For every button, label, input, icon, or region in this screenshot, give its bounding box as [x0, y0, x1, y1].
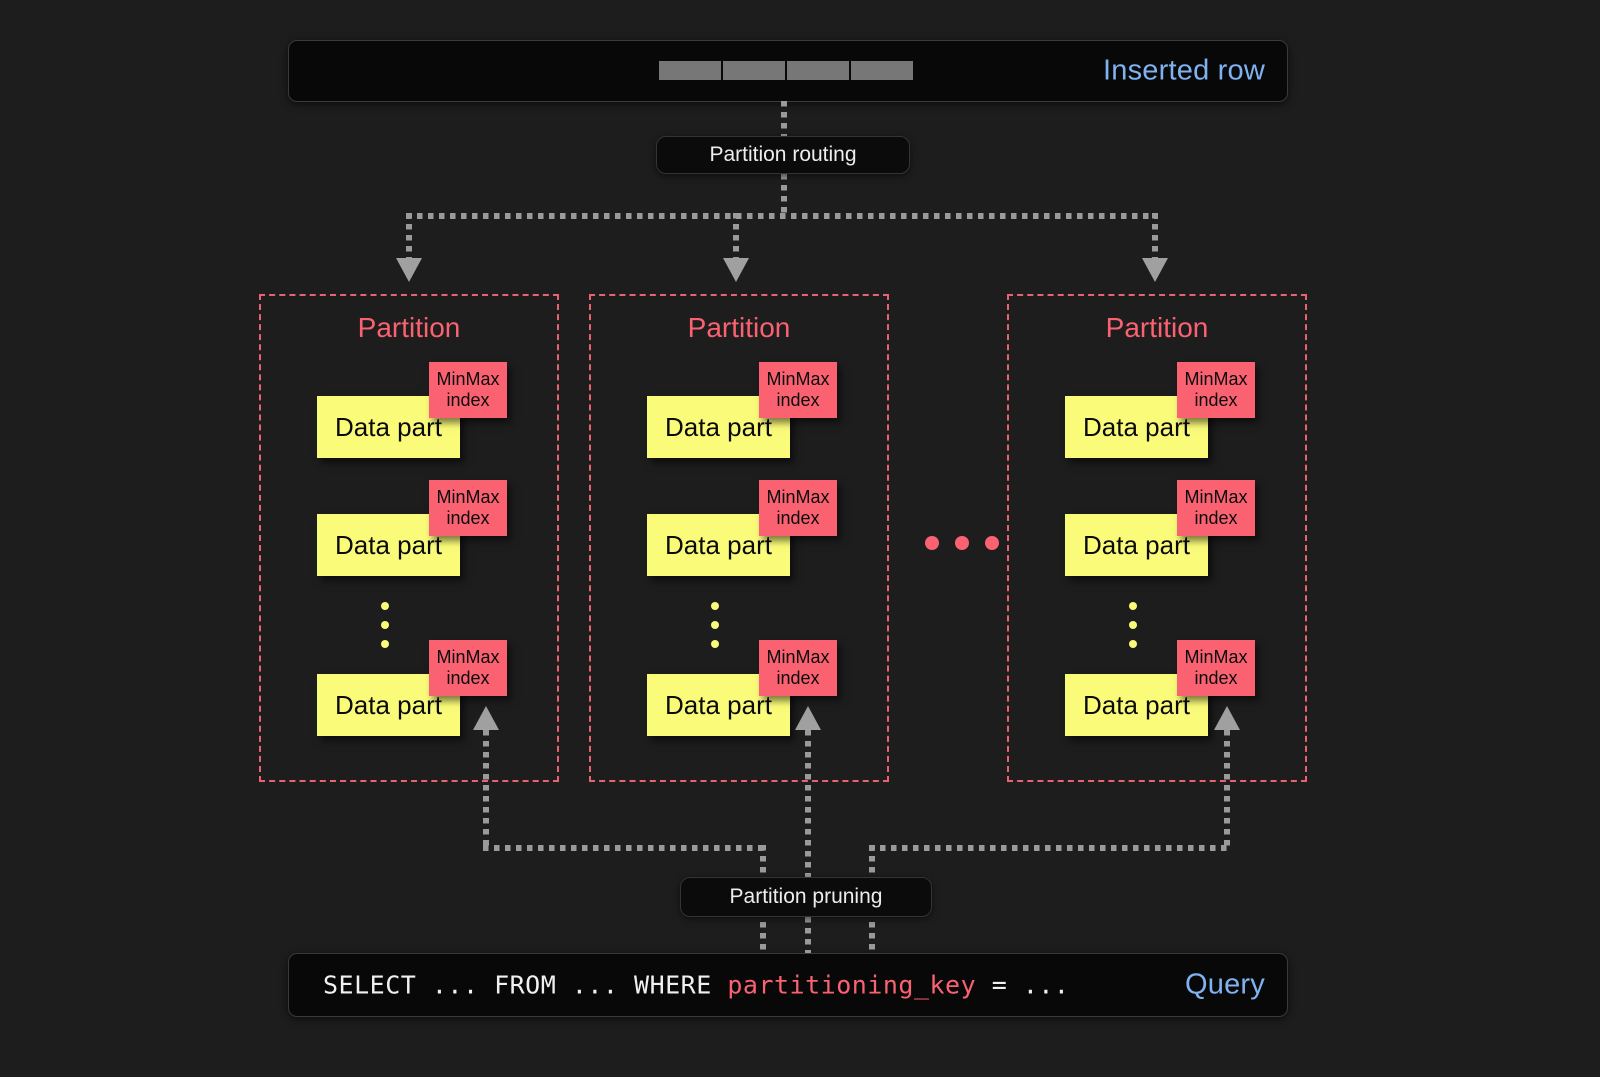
arrowhead-up-partition-2 [795, 706, 821, 730]
connector-partition-1-to-pruning [483, 845, 766, 851]
query-prefix: SELECT ... FROM ... WHERE [323, 970, 728, 1000]
arrowhead-up-partition-3 [1214, 706, 1240, 730]
data-part-box: Data part [317, 514, 460, 576]
row-cell [787, 61, 849, 80]
data-parts-ellipsis [711, 602, 719, 648]
row-cell [723, 61, 785, 80]
partition-title: Partition [687, 312, 791, 343]
partition-title: Partition [357, 312, 461, 343]
query-panel: SELECT ... FROM ... WHERE partitioning_k… [288, 953, 1288, 1017]
connector-bus-to-partition-2 [733, 213, 739, 263]
data-parts-ellipsis [381, 602, 389, 648]
inserted-row-label: Inserted row [1103, 54, 1265, 87]
connector-partition-3-to-pruning [869, 845, 1230, 851]
connector-routing-to-bus [781, 174, 787, 216]
query-text: SELECT ... FROM ... WHERE partitioning_k… [323, 971, 1069, 1000]
arrowhead-down-partition-2 [723, 258, 749, 282]
arrowhead-up-partition-1 [473, 706, 499, 730]
query-suffix: = ... [976, 970, 1070, 1000]
partitions-ellipsis [925, 536, 999, 550]
inserted-row-cells [659, 61, 913, 80]
inserted-row-panel: Inserted row [288, 40, 1288, 102]
connector-bus-to-partition-3 [1152, 213, 1158, 263]
data-parts-ellipsis [1129, 602, 1137, 648]
partition-routing-label: Partition routing [709, 143, 857, 166]
query-partitioning-key: partitioning_key [727, 970, 977, 1000]
partition-routing-box: Partition routing [656, 136, 910, 174]
arrowhead-down-partition-1 [396, 258, 422, 282]
partition-pruning-box: Partition pruning [680, 877, 932, 917]
arrowhead-down-partition-3 [1142, 258, 1168, 282]
row-cell [659, 61, 721, 80]
connector-row-to-routing [781, 101, 787, 139]
connector-partition-1-down [483, 730, 489, 848]
data-part-box: Data part [1065, 514, 1208, 576]
data-part-box: Data part [317, 674, 460, 736]
partition-title: Partition [1105, 312, 1209, 343]
connector-bus-to-partition-1 [406, 213, 412, 263]
connector-fanout-bus [406, 213, 1158, 219]
connector-partition-2-to-pruning [805, 730, 811, 953]
query-label: Query [1185, 968, 1265, 1001]
row-cell [851, 61, 913, 80]
data-part-box: Data part [1065, 674, 1208, 736]
partition-pruning-label: Partition pruning [729, 885, 883, 908]
connector-partition-3-down [1224, 730, 1230, 848]
